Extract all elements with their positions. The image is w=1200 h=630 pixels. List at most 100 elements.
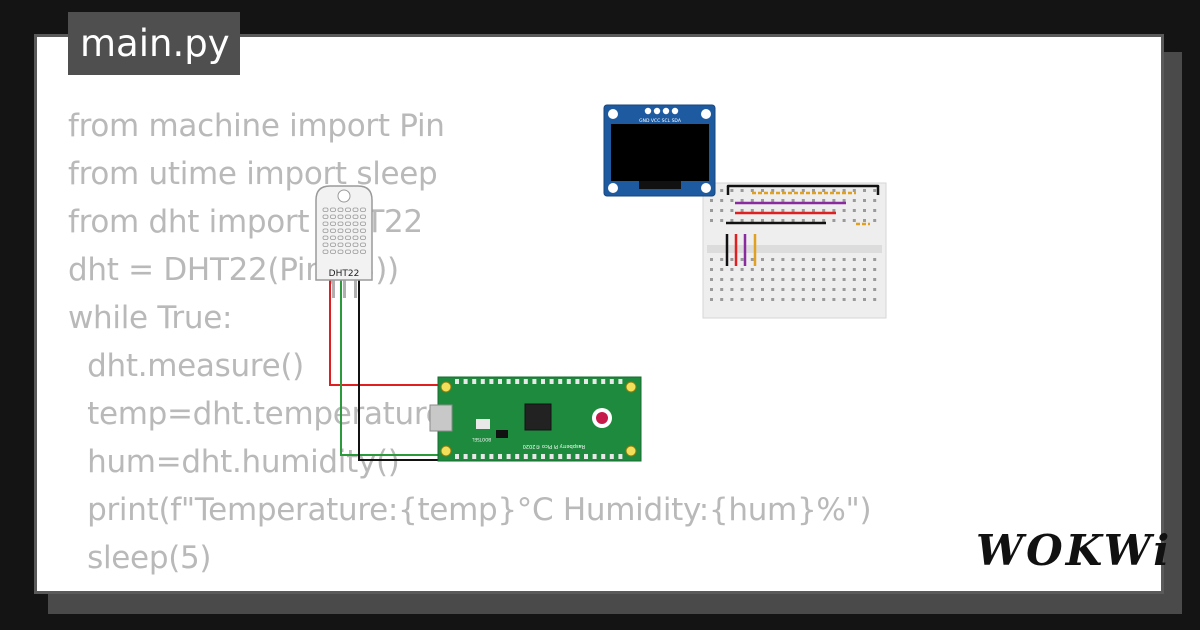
breadboard-hole	[842, 219, 846, 222]
oled-display[interactable]: GND VCC SCL SDA	[603, 104, 716, 197]
breadboard-hole	[710, 278, 713, 281]
breadboard-hole	[761, 288, 764, 291]
breadboard-hole	[710, 258, 713, 261]
pico-pin	[506, 454, 511, 459]
breadboard-hole	[730, 298, 734, 301]
dht22-vent-slot	[345, 221, 351, 226]
breadboard-hole	[730, 199, 734, 202]
breadboard-hole	[842, 298, 846, 301]
breadboard-hole	[771, 189, 775, 192]
pico-pin	[558, 379, 563, 384]
dht22-vent-slot	[345, 214, 351, 219]
code-line-2: from utime import sleep	[68, 156, 438, 192]
breadboard-hole	[750, 219, 754, 222]
breadboard-hole	[730, 209, 734, 212]
dht22-vent-slot	[330, 214, 336, 219]
pico-bootsel-text: BOOTSEL	[472, 437, 491, 442]
pico-pin	[566, 454, 571, 459]
pico-pin	[480, 454, 485, 459]
breadboard-hole	[852, 298, 856, 301]
dht22-vent-slot	[360, 214, 366, 219]
dht22-vent-slot	[337, 214, 344, 219]
pico-pin	[515, 379, 520, 384]
raspberry-pi-pico[interactable]: Raspberry Pi Pico ©2020 BOOTSEL	[429, 376, 642, 462]
breadboard-hole	[710, 288, 713, 291]
breadboard-hole	[873, 268, 877, 271]
breadboard-hole	[863, 278, 866, 281]
breadboard-hole	[822, 288, 826, 291]
breadboard-hole	[852, 268, 856, 271]
breadboard-hole	[781, 278, 785, 281]
breadboard-hole	[761, 278, 764, 281]
code-line-8: hum=dht.humidity()	[68, 444, 400, 480]
dht22-vent-slot	[322, 207, 329, 212]
pico-pin	[472, 454, 477, 459]
breadboard-hole	[781, 209, 785, 212]
dht22-vent-slot	[360, 242, 366, 247]
dht22-vent-slot	[352, 242, 359, 247]
breadboard-hole	[873, 258, 877, 261]
dht22-vent-slot	[345, 249, 351, 254]
file-tab-main-py[interactable]: main.py	[68, 12, 240, 75]
breadboard-hole	[852, 189, 856, 192]
pico-pin	[463, 379, 468, 384]
pico-pin	[601, 454, 606, 459]
breadboard-hole	[852, 258, 856, 261]
dht22-vent-slot	[360, 235, 366, 240]
breadboard-hole	[832, 209, 836, 212]
breadboard-hole	[710, 199, 713, 202]
breadboard-hole	[801, 288, 805, 291]
pico-pin	[584, 454, 588, 459]
breadboard-hole	[873, 219, 877, 222]
dht22-vent-slot	[345, 242, 351, 247]
breadboard-hole	[781, 268, 785, 271]
pico-pin	[515, 454, 520, 459]
breadboard-hole	[863, 258, 866, 261]
dht22-vent-slot	[322, 228, 329, 233]
breadboard-hole	[832, 189, 836, 192]
breadboard-hole	[730, 219, 734, 222]
pico-pin	[498, 379, 502, 384]
dht22-vent-slot	[322, 214, 329, 219]
code-line-5: while True:	[68, 300, 233, 336]
breadboard-hole	[761, 209, 764, 212]
pico-pin	[455, 454, 459, 459]
breadboard-hole	[710, 209, 713, 212]
dht22-vent-slot	[337, 235, 344, 240]
breadboard-hole	[873, 209, 877, 212]
code-line-1: from machine import Pin	[68, 108, 445, 144]
breadboard-hole	[812, 278, 815, 281]
breadboard-hole	[750, 199, 754, 202]
breadboard-hole	[720, 189, 724, 192]
dht22-vent-slot	[360, 249, 366, 254]
breadboard-hole	[873, 288, 877, 291]
breadboard-hole	[710, 298, 713, 301]
breadboard-hole	[832, 268, 836, 271]
dht22-vent-grid	[322, 207, 366, 254]
breadboard-hole	[822, 258, 826, 261]
breadboard-hole	[852, 288, 856, 291]
breadboard-hole	[873, 189, 877, 192]
breadboard-hole	[791, 219, 795, 222]
breadboard-hole	[740, 288, 744, 291]
pico-pin	[532, 379, 537, 384]
breadboard-hole	[791, 278, 795, 281]
breadboard-hole	[842, 209, 846, 212]
breadboard-hole	[852, 209, 856, 212]
dht22-vent-slot	[345, 235, 351, 240]
breadboard-hole	[781, 258, 785, 261]
dht22-vent-slot	[322, 221, 329, 226]
dht22-sensor[interactable]: DHT22	[315, 185, 373, 298]
breadboard-hole	[863, 189, 866, 192]
breadboard-hole	[852, 278, 856, 281]
breadboard-hole	[801, 298, 805, 301]
pico-pin	[489, 379, 494, 384]
pico-pin	[455, 379, 459, 384]
project-card	[34, 34, 1164, 594]
breadboard-hole	[812, 209, 815, 212]
breadboard-hole	[761, 199, 764, 202]
breadboard-hole	[750, 268, 754, 271]
pico-pin	[541, 379, 545, 384]
breadboard-hole	[842, 288, 846, 291]
breadboard[interactable]	[702, 182, 887, 319]
